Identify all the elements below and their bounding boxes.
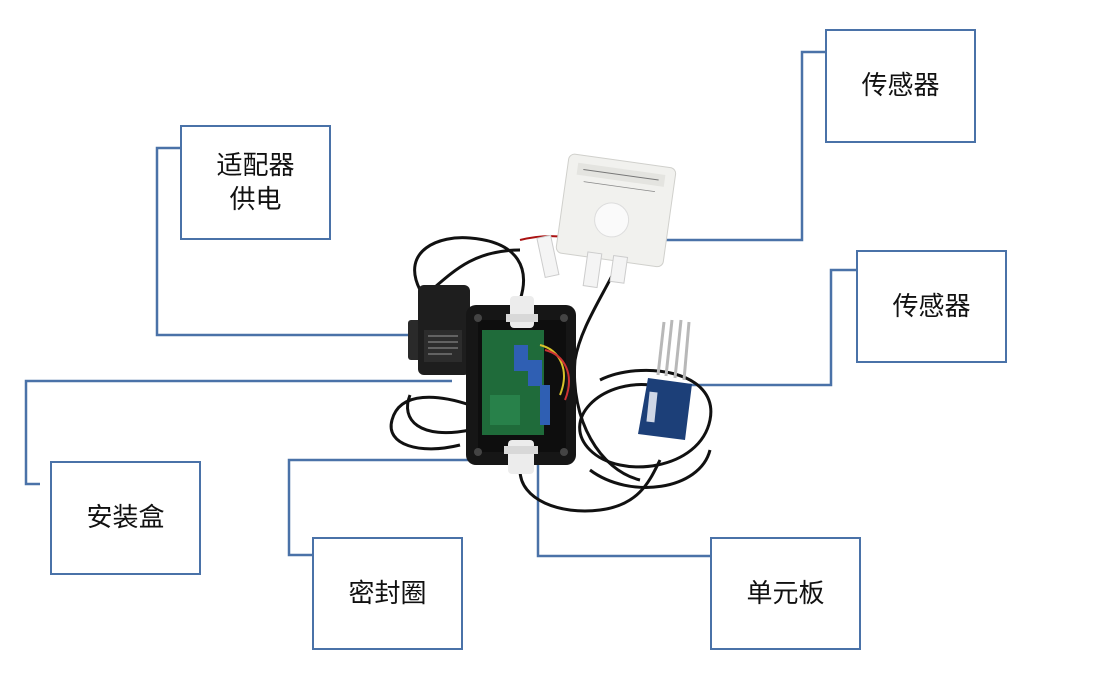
leader-sensor-top [664,50,826,242]
power-adapter [408,285,470,375]
label-seal-ring: 密封圈 [312,537,463,650]
leader-seal-ring [287,458,505,557]
seal-ring-bottom [504,440,538,474]
soil-probe-sensor [638,319,692,440]
sensor-cable [572,269,641,482]
temperature-humidity-sensor [536,153,677,289]
probe-cable-coil [578,368,713,469]
adapter-coil [389,395,471,451]
seal-ring-top [506,296,538,328]
label-install-box: 安装盒 [50,461,201,575]
adapter-cable [413,236,525,301]
label-unit-board: 单元板 [710,537,861,650]
leader-adapter [155,146,410,337]
label-sensor-top: 传感器 [825,29,976,143]
unit-board [482,330,570,435]
leader-sensor-right [679,268,857,387]
leader-install-box [24,379,452,486]
label-adapter-power: 适配器 供电 [180,125,331,240]
label-sensor-right: 传感器 [856,250,1007,363]
